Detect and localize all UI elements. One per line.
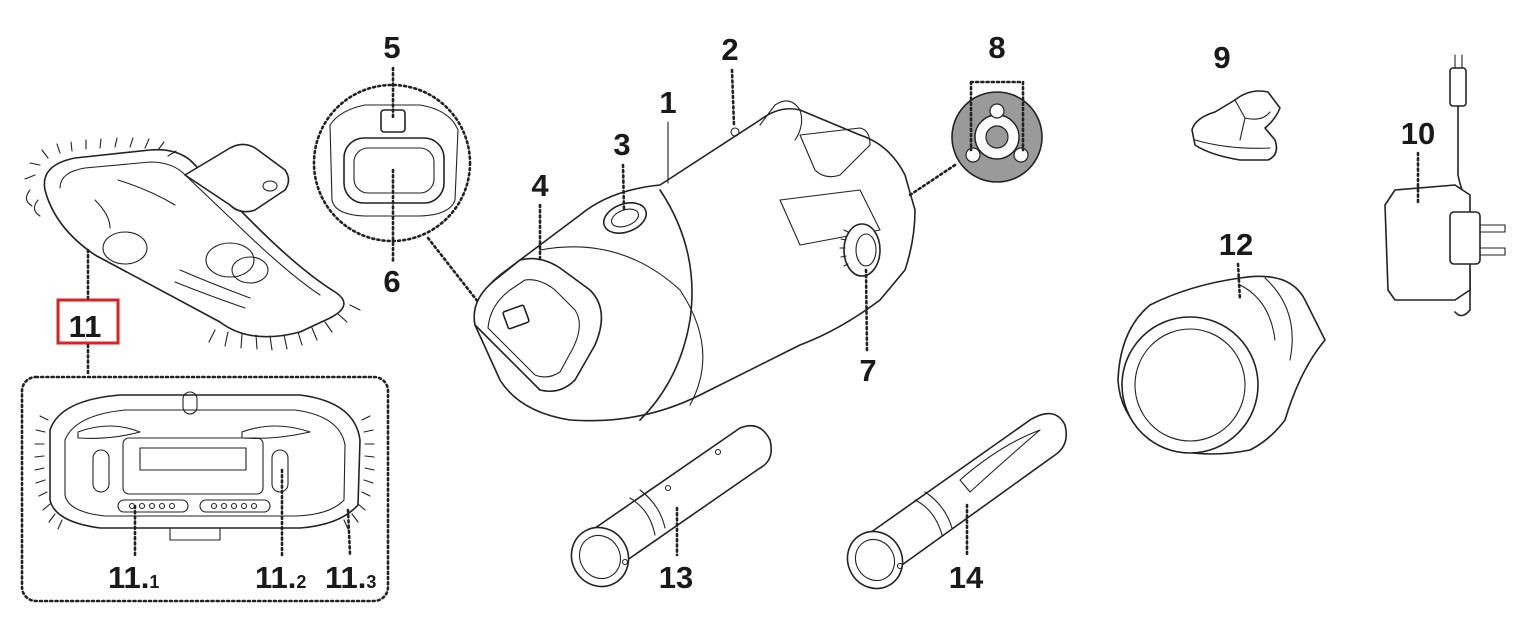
label-10: 10 (1401, 116, 1435, 151)
label-9: 9 (1213, 40, 1230, 75)
leader-8-to-unit (908, 163, 957, 197)
label-11-2: 11.2 (255, 560, 306, 595)
label-2: 2 (721, 32, 738, 67)
label-11-3: 11.3 (325, 560, 376, 595)
leader-8 (969, 80, 1025, 152)
label-11: 11 (69, 309, 102, 344)
label-13: 13 (659, 560, 693, 595)
leader-12 (1236, 262, 1242, 302)
part-8-disc (951, 91, 1043, 183)
part-11-brush-head (24, 137, 361, 351)
label-1: 1 (659, 85, 676, 120)
label-12: 12 (1219, 227, 1253, 262)
part-9-cap (1191, 90, 1281, 161)
leader-detail-to-4 (426, 236, 502, 332)
label-8: 8 (988, 30, 1005, 65)
part-12-cone (1117, 275, 1326, 455)
leader-2 (730, 68, 736, 128)
label-4: 4 (531, 168, 549, 203)
part-10-charger (1384, 54, 1506, 317)
part-6-nozzle-opening (329, 104, 459, 217)
highlight-box-11 (56, 298, 120, 345)
label-3: 3 (613, 127, 630, 162)
part-1-main-unit (473, 100, 916, 422)
part-11-underside (34, 391, 375, 541)
leader-3 (621, 163, 626, 212)
label-6: 6 (383, 264, 400, 299)
label-5: 5 (383, 30, 400, 65)
leader-11-3 (346, 508, 352, 557)
part-13-tube (570, 424, 773, 588)
label-7: 7 (859, 353, 876, 388)
detail-11-box (20, 375, 390, 603)
label-11-1: 11.1 (108, 560, 159, 595)
label-14: 14 (949, 560, 984, 595)
leader-7 (864, 268, 869, 352)
part-14-handle (846, 412, 1068, 590)
